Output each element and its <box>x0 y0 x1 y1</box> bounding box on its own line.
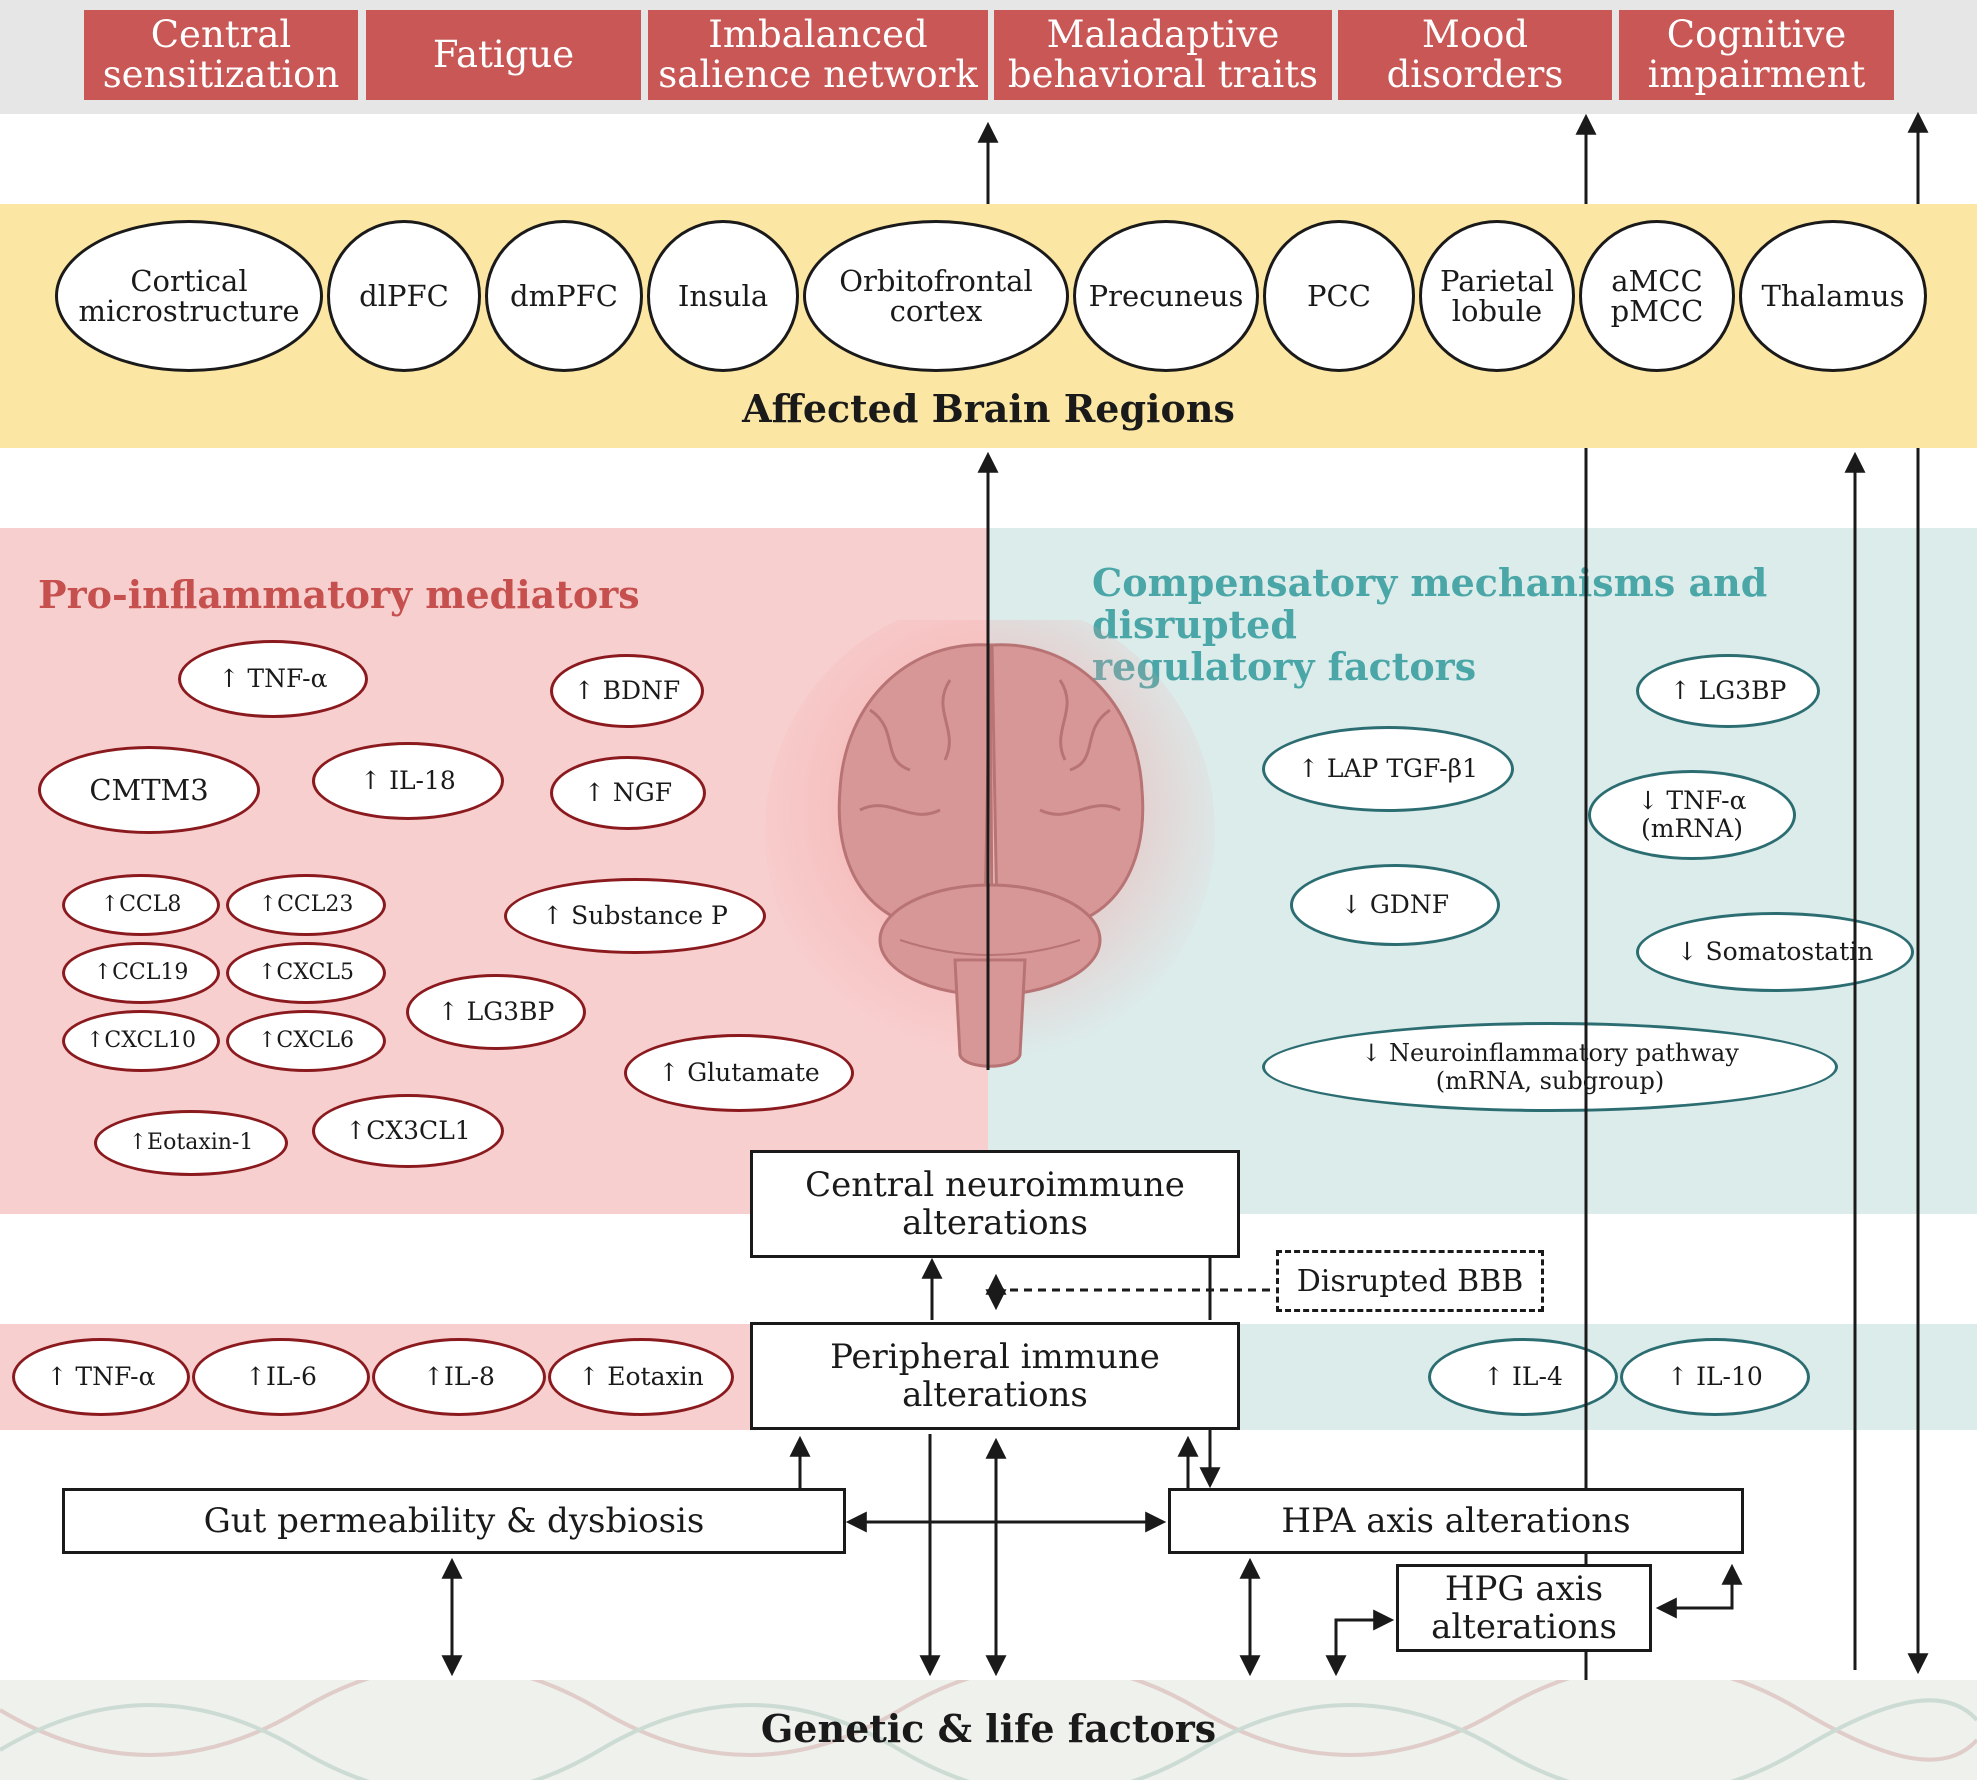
region-orbitofrontal-cortex: Orbitofrontal cortex <box>803 220 1069 372</box>
genetic-band <box>0 1680 1977 1780</box>
central-neuroimmune-box: Central neuroimmune alterations <box>750 1150 1240 1258</box>
mediator-substance-p: ↑ Substance P <box>504 878 766 954</box>
regulator-tnf-alpha-mrna: ↓ TNF-α (mRNA) <box>1588 770 1796 860</box>
outcome-salience-network: Imbalanced salience network <box>648 10 988 100</box>
mediator-tnf-alpha: ↑ TNF-α <box>178 640 368 718</box>
peripheral-il-10: ↑ IL-10 <box>1620 1338 1810 1416</box>
mediator-il-18: ↑ IL-18 <box>312 742 504 820</box>
region-insula: Insula <box>647 220 799 372</box>
outcome-central-sensitization: Central sensitization <box>84 10 358 100</box>
region-parietal-lobule: Parietal lobule <box>1419 220 1575 372</box>
gut-permeability-box: Gut permeability & dysbiosis <box>62 1488 846 1554</box>
disrupted-bbb-box: Disrupted BBB <box>1276 1250 1544 1312</box>
regulator-gdnf: ↓ GDNF <box>1290 864 1500 946</box>
outcome-behavioral-traits: Maladaptive behavioral traits <box>994 10 1332 100</box>
hpa-axis-box: HPA axis alterations <box>1168 1488 1744 1554</box>
region-pcc: PCC <box>1263 220 1415 372</box>
mediator-ccl8: ↑CCL8 <box>62 874 220 936</box>
region-cortical-microstructure: Cortical microstructure <box>55 220 323 372</box>
mediator-ngf: ↑ NGF <box>550 756 706 830</box>
outcome-mood-disorders: Mood disorders <box>1338 10 1612 100</box>
regulator-neuroinflammatory-pathway: ↓ Neuroinflammatory pathway (mRNA, subgr… <box>1262 1022 1838 1112</box>
genetic-factors-title: Genetic & life factors <box>760 1706 1217 1751</box>
region-thalamus: Thalamus <box>1739 220 1927 372</box>
peripheral-tnf-alpha: ↑ TNF-α <box>12 1338 190 1416</box>
region-precuneus: Precuneus <box>1073 220 1259 372</box>
mediator-eotaxin-1: ↑Eotaxin-1 <box>94 1110 288 1176</box>
mediator-bdnf: ↑ BDNF <box>550 654 704 728</box>
region-amcc-pmcc: aMCC pMCC <box>1579 220 1735 372</box>
regulator-lg3bp: ↑ LG3BP <box>1636 654 1820 728</box>
mediator-lg3bp: ↑ LG3BP <box>406 974 586 1050</box>
peripheral-il-8: ↑IL-8 <box>372 1338 546 1416</box>
regulator-lap-tgf-beta1: ↑ LAP TGF-β1 <box>1262 726 1514 812</box>
region-dmpfc: dmPFC <box>485 220 643 372</box>
pro-inflammatory-title: Pro-inflammatory mediators <box>38 572 640 617</box>
brain-icon <box>765 620 1215 1068</box>
brain-regions-title: Affected Brain Regions <box>742 386 1235 431</box>
mediator-cxcl10: ↑CXCL10 <box>62 1010 220 1072</box>
outcome-cognitive-impairment: Cognitive impairment <box>1619 10 1894 100</box>
dna-icon <box>0 1680 1977 1780</box>
mediator-cx3cl1: ↑CX3CL1 <box>312 1094 504 1168</box>
mediator-glutamate: ↑ Glutamate <box>624 1034 854 1112</box>
peripheral-eotaxin: ↑ Eotaxin <box>548 1338 734 1416</box>
mediator-cmtm3: CMTM3 <box>38 746 260 834</box>
mediator-cxcl6: ↑CXCL6 <box>226 1010 386 1072</box>
mediator-cxcl5: ↑CXCL5 <box>226 942 386 1004</box>
region-dlpfc: dlPFC <box>327 220 481 372</box>
hpg-axis-box: HPG axis alterations <box>1396 1564 1652 1652</box>
mediator-ccl23: ↑CCL23 <box>226 874 386 936</box>
outcome-fatigue: Fatigue <box>366 10 641 100</box>
peripheral-il-6: ↑IL-6 <box>192 1338 370 1416</box>
regulator-somatostatin: ↓ Somatostatin <box>1636 912 1914 992</box>
peripheral-immune-box: Peripheral immune alterations <box>750 1322 1240 1430</box>
mediator-ccl19: ↑CCL19 <box>62 942 220 1004</box>
